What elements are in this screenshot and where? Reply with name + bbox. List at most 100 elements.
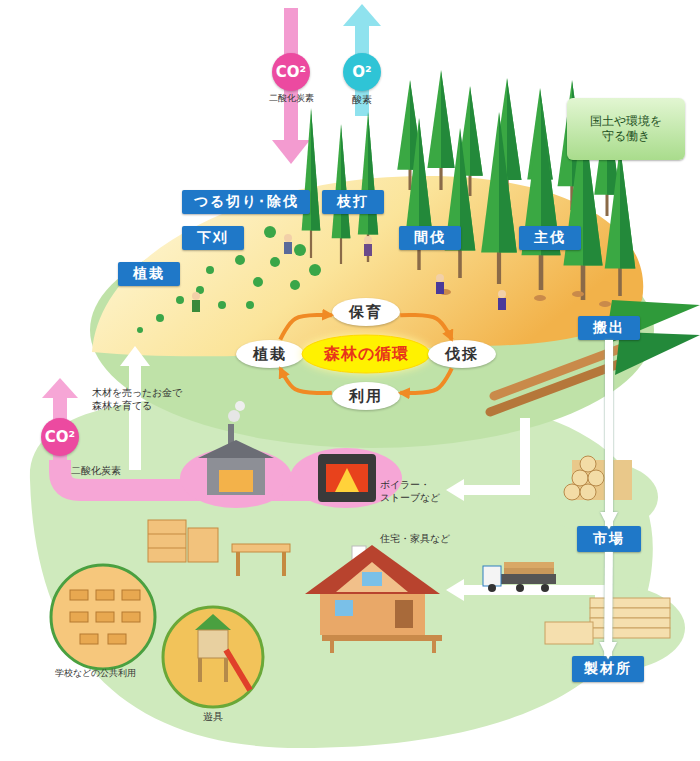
node-shape [302, 335, 430, 373]
chest [188, 528, 218, 562]
node-shape [41, 418, 79, 456]
tree [521, 100, 560, 290]
cycle-arrow [400, 315, 452, 340]
node-text: 主伐 [534, 229, 566, 247]
node-shape [343, 53, 381, 91]
log-end [580, 484, 596, 500]
seedling [218, 301, 226, 309]
shelf-board [148, 548, 186, 549]
cycle-stage: 植栽 [235, 339, 305, 369]
worker-head [284, 234, 292, 242]
boiler-hut [207, 455, 265, 495]
seedling [156, 314, 164, 322]
o2-circle: O² [342, 52, 382, 92]
tree [358, 112, 378, 262]
note-label: 遊具 [193, 710, 233, 723]
lumber-arrow-head [446, 579, 464, 601]
cycle-stage: 伐採 [427, 339, 497, 369]
seedling [294, 244, 306, 256]
note-label: 二酸化炭素 [262, 93, 320, 105]
node-shape [236, 340, 304, 368]
desk [122, 612, 140, 622]
seedling [235, 255, 245, 265]
work-box: 搬出 [578, 316, 640, 340]
stump [572, 291, 584, 297]
shelf-board [148, 534, 186, 535]
house-post [432, 641, 436, 653]
cycle-stage: 利用 [331, 381, 401, 411]
work-box: 植栽 [118, 262, 180, 286]
node-text: つる切り･除伐 [194, 193, 299, 211]
log [494, 345, 630, 396]
seedling [264, 226, 276, 238]
house [305, 545, 442, 653]
node-shape [428, 340, 496, 368]
work-box: 主伐 [519, 226, 581, 250]
node-text: 保育 [349, 303, 383, 322]
house-window [362, 572, 382, 586]
house-window [335, 600, 353, 616]
playhouse-post [198, 658, 202, 682]
flow-arrow [604, 552, 613, 656]
tree [427, 70, 454, 190]
node-text: O² [352, 63, 371, 82]
function-box: 国土や環境を 守る働き [567, 98, 685, 160]
node-text: 市場 [593, 530, 625, 548]
playground-circle [163, 607, 263, 707]
desk [96, 590, 114, 600]
note-label: 住宅・家具など [380, 532, 470, 545]
co2-circle: CO² [271, 52, 311, 92]
node-text: 下刈 [197, 229, 229, 247]
truck-wheel [541, 584, 549, 592]
smoke [228, 410, 240, 422]
node-text: 国土や環境を 守る働き [586, 114, 666, 144]
truck-wheel [516, 584, 524, 592]
co2-circle: CO² [40, 417, 80, 457]
flow-arrow [605, 340, 613, 526]
work-box: 下刈 [182, 226, 244, 250]
carried-logs [490, 300, 700, 412]
table-leg [236, 552, 240, 576]
boiler-roof [198, 440, 274, 458]
node-text: 植栽 [253, 345, 287, 364]
node-text: CO² [45, 428, 75, 447]
playhouse-roof [195, 614, 231, 630]
stove-flame [335, 468, 359, 492]
work-box: 間伐 [399, 226, 461, 250]
house-gable [336, 562, 408, 592]
slide [226, 650, 250, 690]
stove-fire [326, 464, 368, 492]
worker-head [436, 274, 444, 282]
worker-body [436, 282, 444, 294]
cycle-center: 森林の循環 [301, 334, 431, 374]
money-arrow-head [120, 346, 150, 366]
seedling [309, 264, 321, 276]
co2-arrow-head [272, 140, 310, 164]
school-desks [70, 590, 140, 644]
house-door [395, 600, 413, 628]
school-circle [51, 565, 155, 669]
plank [590, 618, 670, 628]
desk [80, 634, 98, 644]
o2-arrow-head [343, 4, 381, 26]
worker-body [192, 300, 200, 312]
plank [590, 608, 670, 618]
desk [108, 634, 126, 644]
board [545, 622, 593, 644]
playhouse [198, 630, 228, 658]
tree [481, 112, 517, 284]
log-pile [564, 456, 632, 500]
table-top [232, 544, 290, 552]
plank [590, 598, 670, 608]
stove [318, 454, 376, 502]
stump [599, 301, 611, 307]
worker-head [192, 292, 200, 300]
node-text: 森林の循環 [324, 344, 409, 364]
worker-body [498, 298, 506, 310]
truck-bed [500, 574, 556, 584]
log-end [580, 456, 596, 472]
shelf [148, 520, 186, 562]
node-shape [332, 298, 400, 326]
node-shape [272, 53, 310, 91]
work-box: つる切り･除伐 [182, 190, 310, 214]
